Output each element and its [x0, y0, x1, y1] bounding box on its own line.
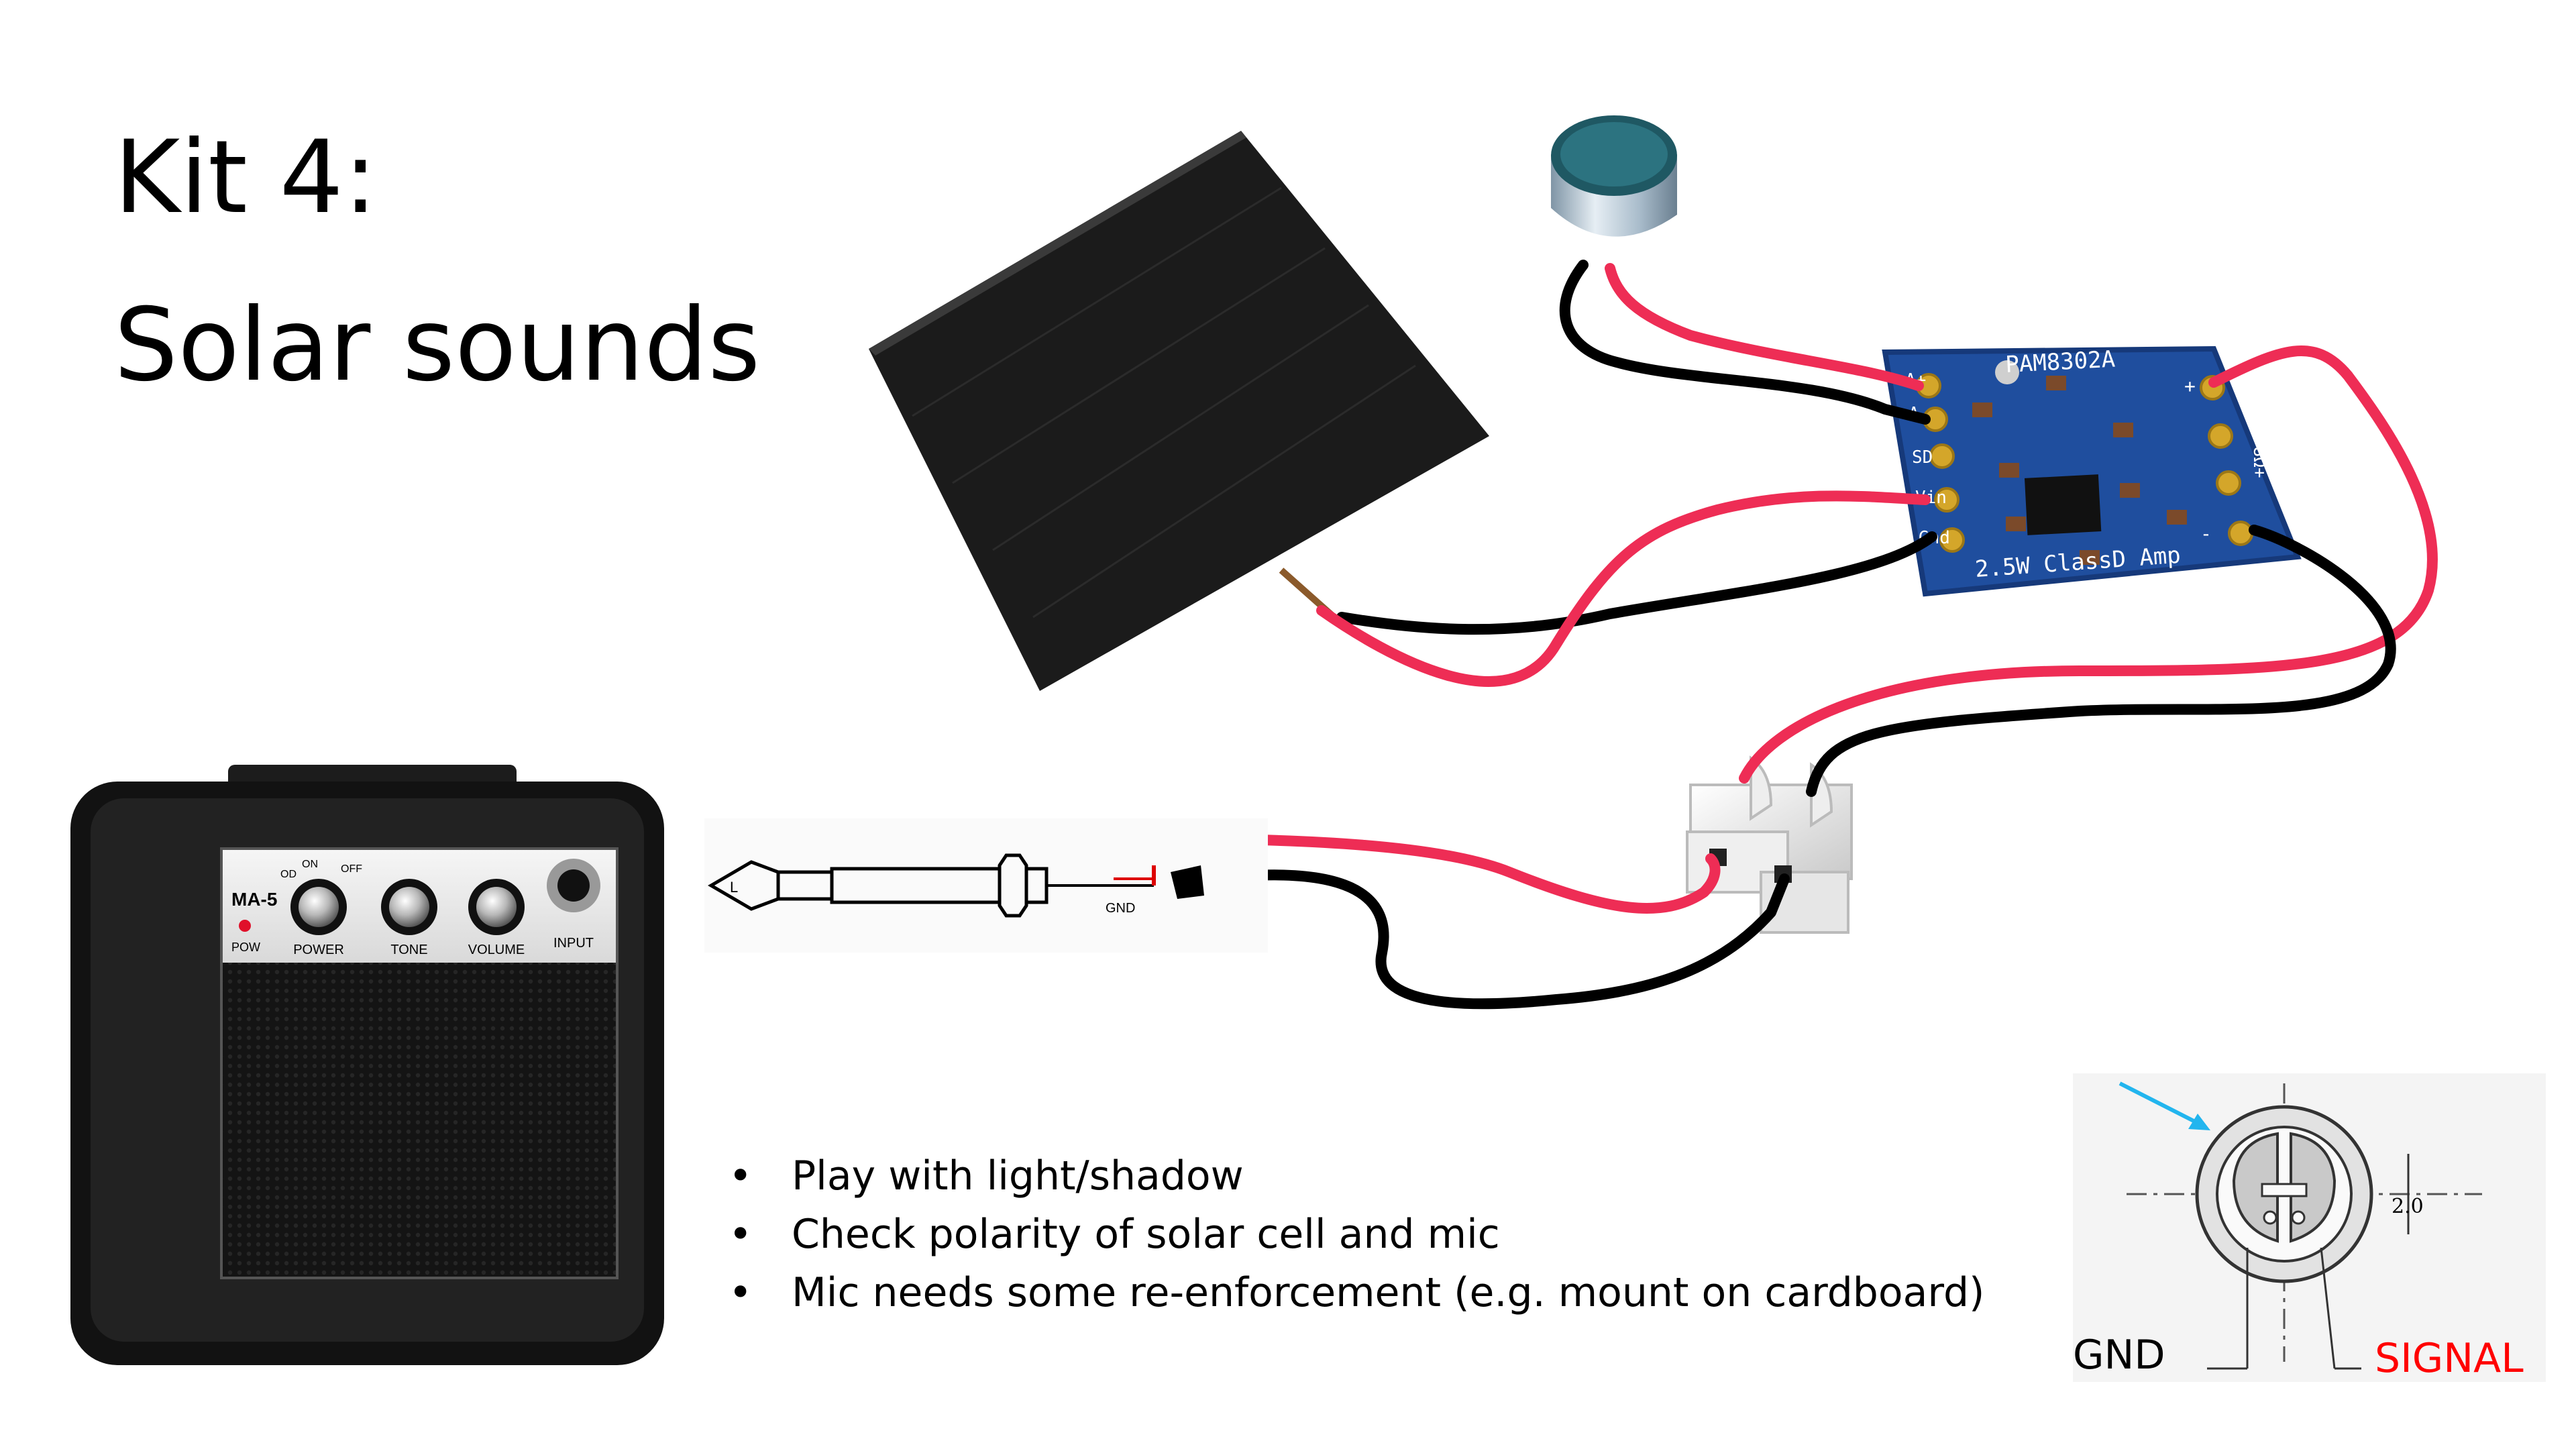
wire-mic-red — [1605, 263, 1924, 391]
note-item: Check polarity of solar cell and mic — [724, 1205, 1984, 1264]
volume-knob[interactable] — [468, 879, 525, 935]
tone-knob[interactable] — [381, 879, 437, 935]
wire-solar-red — [1316, 490, 1931, 687]
wire-jack-black — [1249, 869, 1790, 1010]
amp-board: PAM8302A 2.5W ClassD Amp A+ A- SD Vin Gn… — [1882, 345, 2302, 597]
mic-pinout-diagram: 2.0 — [2073, 1073, 2546, 1382]
title-line-1: Kit 4: — [114, 119, 378, 236]
guitar-amplifier: MA-5 POW OD ON OFF POWER TONE VOLUME INP… — [70, 765, 664, 1365]
mic-dimension: 2.0 — [2392, 1195, 2424, 1218]
amp-output-label: -8Ω+ — [2249, 436, 2269, 478]
wire-jack-red — [1148, 833, 1721, 914]
pin-label-sd: SD — [1912, 447, 1933, 468]
microphone-capsule — [1551, 115, 1677, 237]
wire-out-black — [1806, 525, 2396, 797]
notes-list: Play with light/shadow Check polarity of… — [724, 1147, 1984, 1322]
slide-title: Kit 4: Solar sounds — [114, 94, 760, 429]
pow-label: POW — [231, 941, 260, 954]
wires — [1148, 260, 2438, 1010]
switch-label-od: OD — [280, 869, 297, 880]
knob-label-volume: VOLUME — [468, 943, 525, 957]
switch-label-on: ON — [302, 859, 318, 870]
solar-panel — [869, 131, 1489, 691]
switch-label-off: OFF — [341, 863, 362, 875]
pin-label-out-plus: + — [2184, 375, 2196, 397]
signal-label: SIGNAL — [2375, 1335, 2524, 1382]
wire-out-red — [1739, 345, 2438, 784]
jack-tip-label: L — [730, 879, 738, 896]
power-led-icon — [239, 920, 251, 932]
note-item: Mic needs some re-enforcement (e.g. moun… — [724, 1264, 1984, 1322]
title-line-2: Solar sounds — [114, 287, 761, 404]
pin-label-out-minus: - — [2200, 523, 2212, 545]
guitar-amp-model: MA-5 — [231, 889, 277, 910]
cyan-arrow-icon — [2118, 1081, 2210, 1130]
amp-chip-name: PAM8302A — [2004, 345, 2116, 378]
jack-gnd-label: GND — [1106, 901, 1135, 916]
wire-solar-black — [1336, 531, 1937, 635]
note-item: Play with light/shadow — [724, 1147, 1984, 1205]
wire-mic-black — [1559, 260, 1931, 425]
audio-jack-plug: L GND — [704, 818, 1268, 953]
power-knob[interactable] — [290, 879, 347, 935]
gnd-label: GND — [2073, 1332, 2165, 1379]
knob-label-power: POWER — [293, 943, 344, 957]
input-label: INPUT — [553, 936, 594, 951]
input-jack-socket[interactable] — [547, 859, 600, 912]
knob-label-tone: TONE — [390, 943, 427, 957]
